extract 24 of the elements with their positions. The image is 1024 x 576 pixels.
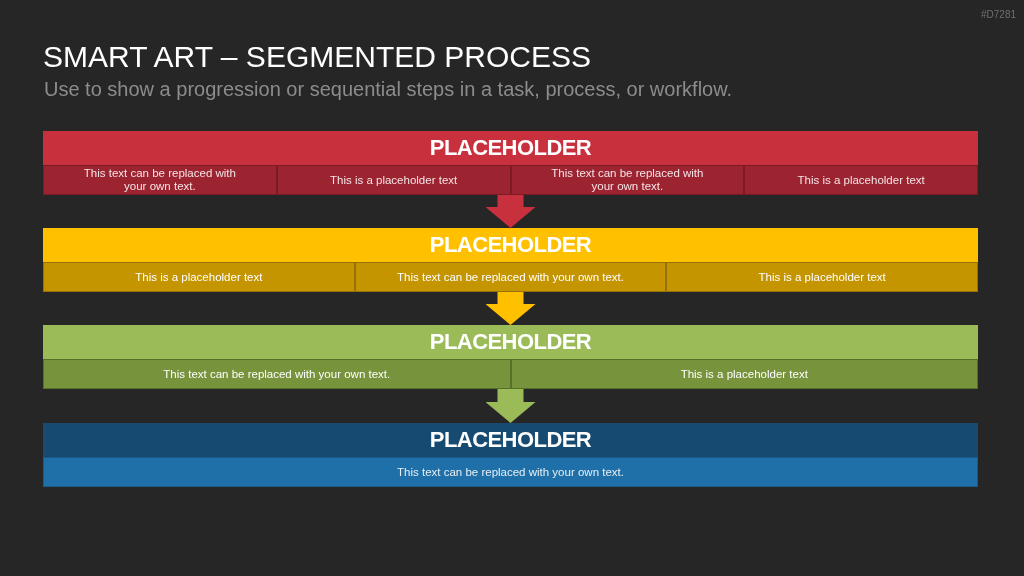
segment-box: This text can be replaced with your own text. <box>43 457 978 487</box>
down-arrow <box>485 389 536 423</box>
slide-title: SMART ART – SEGMENTED PROCESS <box>43 39 591 75</box>
band-heading: PLACEHOLDER <box>429 232 592 258</box>
process-band <box>43 228 978 292</box>
slide-code: #D7281 <box>980 9 1016 21</box>
process-band <box>43 325 978 389</box>
segment-box: This text can be replaced with your own text. <box>354 262 667 292</box>
process-band <box>43 131 978 195</box>
band-heading: PLACEHOLDER <box>429 135 592 161</box>
slide-subtitle: Use to show a progression or sequential steps in a task, process, or workflow. <box>44 77 733 102</box>
down-arrow <box>485 195 536 228</box>
segment-box: This text can be replaced with your own text. <box>510 165 745 195</box>
segment-box: This is a placeholder text <box>666 262 978 292</box>
segment-box: This text can be replaced with your own text. <box>43 359 511 389</box>
segment-box: This is a placeholder text <box>276 165 511 195</box>
segment-box: This is a placeholder text <box>744 165 978 195</box>
segment-box: This text can be replaced with your own text. <box>43 165 277 195</box>
segment-box: This is a placeholder text <box>43 262 355 292</box>
segment-box: This is a placeholder text <box>510 359 978 389</box>
band-heading: PLACEHOLDER <box>429 427 592 453</box>
process-band <box>43 423 978 487</box>
down-arrow <box>485 292 536 325</box>
band-heading: PLACEHOLDER <box>429 329 592 355</box>
